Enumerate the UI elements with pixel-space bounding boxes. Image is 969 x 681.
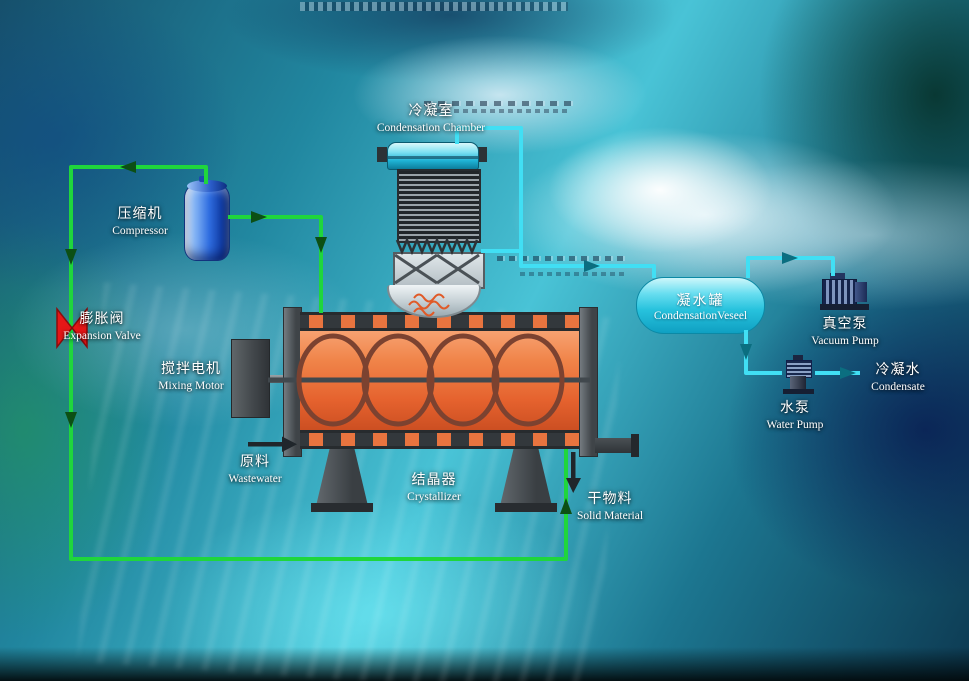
condensation-chamber-cap bbox=[387, 142, 479, 170]
label-crystallizer-en: Crystallizer bbox=[407, 491, 461, 504]
refrigerant-pipe-main-loop bbox=[69, 165, 568, 561]
refrigerant-pipe-compressor-discharge bbox=[228, 215, 323, 313]
vapor-flow-arrows bbox=[584, 252, 856, 379]
vacuum-pump-cap bbox=[830, 273, 845, 279]
label-wastewater-en: Wastewater bbox=[228, 473, 282, 486]
label-vacuum-pump-en: Vacuum Pump bbox=[811, 335, 879, 348]
label-solid-material: 干物料 Solid Material bbox=[562, 491, 658, 524]
artifact-strip bbox=[300, 2, 568, 11]
label-water-pump-en: Water Pump bbox=[766, 419, 824, 432]
wastewater-inlet-arrow-icon bbox=[248, 436, 297, 452]
label-vacuum-pump: 真空泵 Vacuum Pump bbox=[799, 316, 891, 349]
flow-arrow-down-icon bbox=[740, 344, 752, 360]
artifact-strip bbox=[436, 109, 568, 113]
refrigerant-flow-arrows bbox=[65, 161, 572, 514]
crystallizer-foot bbox=[311, 503, 373, 512]
vacuum-pump-fins bbox=[822, 279, 857, 306]
vacuum-pump-base bbox=[820, 304, 869, 310]
label-water-pump-zh: 水泵 bbox=[780, 401, 810, 416]
label-wastewater-zh: 原料 bbox=[240, 455, 270, 470]
steam-squiggles-icon bbox=[408, 293, 450, 317]
water-pump-body bbox=[790, 376, 806, 389]
label-expansion-valve-zh: 膨胀阀 bbox=[79, 312, 125, 327]
condensation-vessel-label-zh: 凝水罐 bbox=[676, 293, 725, 309]
artifact-strip bbox=[424, 101, 574, 106]
flow-arrow-up-icon bbox=[560, 498, 572, 514]
chamber-flange-ear-right bbox=[477, 147, 487, 162]
flow-arrow-right-icon bbox=[840, 367, 856, 379]
label-mixing-motor-en: Mixing Motor bbox=[158, 380, 224, 393]
label-crystallizer: 结晶器 Crystallizer bbox=[388, 472, 480, 505]
flow-arrow-left-icon bbox=[120, 161, 136, 173]
vapor-pipe-chamber-to-vessel bbox=[455, 126, 656, 278]
artifact-strip bbox=[520, 272, 628, 276]
label-condensation-chamber: 冷凝室 Condensation Chamber bbox=[316, 103, 546, 136]
chamber-flange-ear-left bbox=[377, 147, 387, 162]
flow-arrow-down-icon bbox=[315, 237, 327, 253]
label-solid-material-en: Solid Material bbox=[576, 510, 644, 523]
label-condensate-zh: 冷凝水 bbox=[875, 363, 921, 378]
condensation-chamber-fin-stack bbox=[397, 169, 481, 243]
label-mixing-motor: 搅拌电机 Mixing Motor bbox=[145, 361, 237, 394]
flow-arrow-down-icon bbox=[65, 249, 77, 265]
label-condensate-en: Condensate bbox=[871, 381, 925, 394]
label-crystallizer-zh: 结晶器 bbox=[411, 473, 457, 488]
flow-arrow-right-icon bbox=[251, 211, 267, 223]
label-compressor: 压缩机 Compressor bbox=[95, 206, 185, 239]
solid-material-outlet-arrow-icon bbox=[566, 452, 581, 493]
label-condensate: 冷凝水 Condensate bbox=[856, 362, 940, 395]
label-mixing-motor-zh: 搅拌电机 bbox=[161, 362, 221, 377]
condensation-vessel-label-en: CondensationVeseel bbox=[653, 309, 748, 322]
solid-material-outlet-flange bbox=[631, 434, 639, 457]
flow-arrow-down-icon bbox=[65, 412, 77, 428]
compressor-vessel bbox=[184, 176, 230, 261]
label-condensation-chamber-en: Condensation Chamber bbox=[376, 122, 486, 135]
agitator-screw bbox=[268, 333, 590, 427]
vacuum-pump-icon bbox=[820, 272, 870, 312]
label-wastewater: 原料 Wastewater bbox=[213, 454, 297, 487]
label-compressor-zh: 压缩机 bbox=[117, 207, 163, 222]
expansion-valve-icon bbox=[56, 306, 88, 350]
label-vacuum-pump-zh: 真空泵 bbox=[822, 317, 868, 332]
flow-arrow-right-icon bbox=[782, 252, 798, 264]
mixing-motor-body bbox=[231, 339, 270, 418]
chamber-x-brace bbox=[394, 253, 480, 285]
solid-material-outlet bbox=[595, 438, 633, 453]
label-expansion-valve: 膨胀阀 Expansion Valve bbox=[56, 311, 148, 344]
chamber-zigzag-seal bbox=[395, 236, 479, 256]
vacuum-pump-motor bbox=[855, 282, 867, 302]
vapor-pipe-vessel-to-vacuum-pump bbox=[746, 256, 835, 278]
flow-arrow-right-icon bbox=[584, 260, 600, 272]
water-pump-base bbox=[783, 389, 814, 394]
label-condensation-chamber-zh: 冷凝室 bbox=[408, 104, 454, 119]
crystallizer-bottom-rail bbox=[300, 430, 579, 449]
water-pump-icon bbox=[780, 355, 816, 395]
crystallizer-foot bbox=[495, 503, 557, 512]
label-compressor-en: Compressor bbox=[112, 225, 168, 238]
label-water-pump: 水泵 Water Pump bbox=[749, 400, 841, 433]
artifact-strip bbox=[497, 256, 625, 261]
water-pump-cap bbox=[793, 355, 803, 360]
label-expansion-valve-en: Expansion Valve bbox=[63, 330, 141, 343]
condensation-vessel: 凝水罐 CondensationVeseel bbox=[636, 277, 765, 334]
label-solid-material-zh: 干物料 bbox=[587, 492, 633, 507]
vapor-pipe-vessel-to-water-pump bbox=[744, 330, 782, 375]
crystallizer-top-rail bbox=[300, 312, 579, 331]
